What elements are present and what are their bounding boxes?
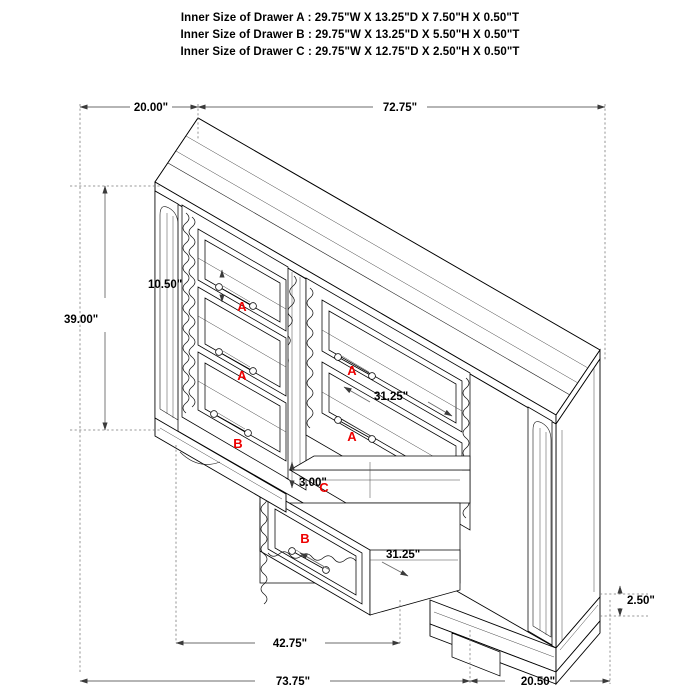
drawer-pull-a4 [334,416,376,443]
drawer-marker-b-1: B [233,436,242,451]
drawer-type-markers: A A A B A C B [233,299,357,546]
drawer-pull-a3 [334,353,376,380]
left-drawer-bank [181,204,289,480]
drawer-marker-b-2: B [300,531,309,546]
dimension-drawer-height-a: 10.50" [148,269,225,303]
dimension-overall-width: 73.75" [79,676,471,688]
drawer-spec-header: Inner Size of Drawer A : 29.75"W X 13.25… [0,10,700,61]
dimension-height: 39.00" [64,185,108,431]
drawer-marker-a-3: A [347,363,357,378]
dimension-overall-depth: 20.50" [469,676,611,688]
drawer-marker-c-1: C [319,480,329,495]
dimension-label-drawer-width-right: 31.25" [374,391,408,403]
dimension-drawer-width-right: 31.25" [343,386,453,417]
drawer-spec-line-b: Inner Size of Drawer B : 29.75"W X 13.25… [180,29,520,41]
dimension-top-depth: 20.00" [79,102,199,114]
dimension-label-bottom-drawer-width: 31.25" [386,549,420,561]
dimension-label-base-height: 2.50" [627,595,655,607]
open-drawer-c [288,455,471,504]
dimension-label-bottom-inner-width: 42.75" [273,638,307,650]
base-plinth [429,595,601,686]
dresser-body [154,117,601,686]
drawer-pull-a1 [215,283,257,310]
right-front-pilaster [527,406,553,646]
open-drawer-b-bottom [259,485,461,616]
dimension-label-height: 39.00" [64,314,98,326]
dimension-top-width: 72.75" [197,102,606,114]
drawer-marker-a-4: A [347,429,357,444]
dimension-label-toe-kick: 3.00" [299,477,327,489]
dimension-label-top-depth: 20.00" [134,102,168,114]
dimension-label-drawer-height-a: 10.50" [148,279,182,291]
dimension-annotations: 20.00" 72.75" 39.00" 10.50" [64,102,655,688]
drawer-pull-b-left [210,410,252,437]
dimension-label-top-width: 72.75" [383,102,417,114]
drawer-pull-a2 [215,348,257,375]
dimension-label-overall-width: 73.75" [276,676,310,688]
dimension-toe-kick: 3.00" [289,461,327,489]
dimension-bottom-drawer-width: 31.25" [299,549,420,577]
dimension-label-overall-depth: 20.50" [521,676,555,688]
drawer-front-a1 [197,228,287,332]
dimension-bottom-inner-width: 42.75" [175,638,401,650]
drawer-marker-a-1: A [237,299,247,314]
left-front-pilaster [154,190,179,433]
drawer-front-a3 [321,299,463,433]
dresser-top-surface [154,117,601,426]
drawer-marker-a-2: A [237,368,247,383]
dimension-base-height: 2.50" [617,585,655,617]
drawer-spec-line-a: Inner Size of Drawer A : 29.75"W X 13.25… [180,12,520,24]
drawer-spec-line-c: Inner Size of Drawer C : 29.75"W X 12.75… [180,46,520,58]
mid-apron [154,417,287,513]
